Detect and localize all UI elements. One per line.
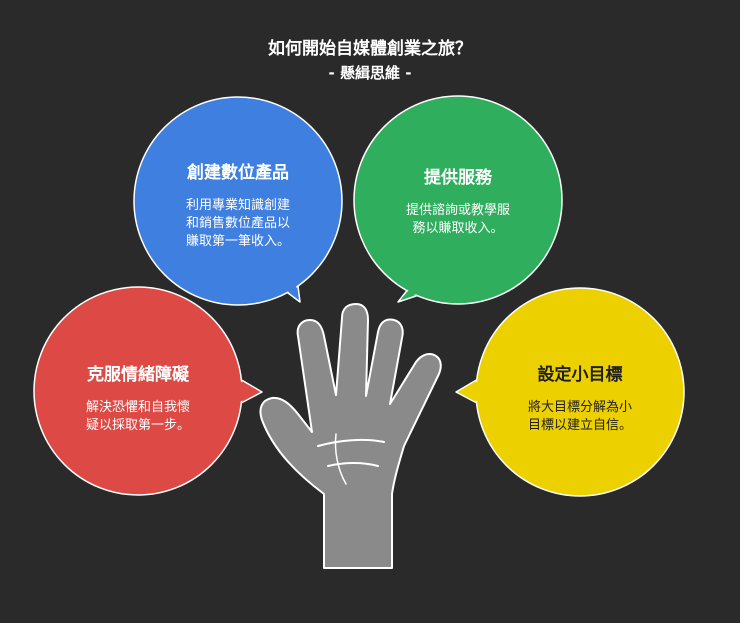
bubble-heading: 克服情緒障礙 — [87, 365, 189, 385]
diagram-title: 如何開始自媒體創業之旅？ — [268, 39, 472, 59]
bubble-line: 疑以採取第一步。 — [85, 418, 190, 433]
bubble-heading: 創建數位產品 — [187, 163, 289, 183]
bubble-blue-content: 創建數位產品 利用專業知識創建 和銷售數位產品以 賺取第一筆收入。 — [158, 158, 318, 251]
bubble-heading: 提供服務 — [424, 168, 492, 188]
bubble-overcome-emotional-barriers — [33, 286, 263, 496]
bubble-description: 將大目標分解為小 目標以建立自信。 — [500, 399, 660, 435]
diagram-subtitle: - 懸緝思維 - — [328, 64, 412, 82]
bubble-description: 提供諮詢或教學服 務以賺取收入。 — [378, 202, 538, 238]
bubble-line: 目標以建立自信。 — [527, 418, 632, 433]
bubble-heading: 設定小目標 — [537, 365, 623, 385]
hand-icon — [259, 303, 442, 569]
bubble-create-digital-products — [133, 96, 343, 306]
bubble-line: 將大目標分解為小 — [527, 400, 632, 415]
bubble-line: 和銷售數位產品以 — [185, 216, 290, 231]
bubble-description: 解決恐懼和自我懷 疑以採取第一步。 — [58, 399, 218, 435]
bubble-red-content: 克服情緒障礙 解決恐懼和自我懷 疑以採取第一步。 — [58, 360, 218, 435]
bubble-provide-services — [353, 95, 563, 305]
bubble-line: 利用專業知識創建 — [185, 198, 290, 213]
bubble-green-content: 提供服務 提供諮詢或教學服 務以賺取收入。 — [378, 163, 538, 238]
bubble-line: 提供諮詢或教學服 — [405, 203, 510, 218]
bubble-yellow-content: 設定小目標 將大目標分解為小 目標以建立自信。 — [500, 360, 660, 435]
bubble-line: 賺取第一筆收入。 — [185, 234, 290, 249]
bubble-set-small-goals — [455, 287, 685, 497]
bubble-description: 利用專業知識創建 和銷售數位產品以 賺取第一筆收入。 — [158, 197, 318, 251]
bubble-line: 務以賺取收入。 — [412, 221, 504, 236]
bubble-line: 解決恐懼和自我懷 — [85, 400, 190, 415]
